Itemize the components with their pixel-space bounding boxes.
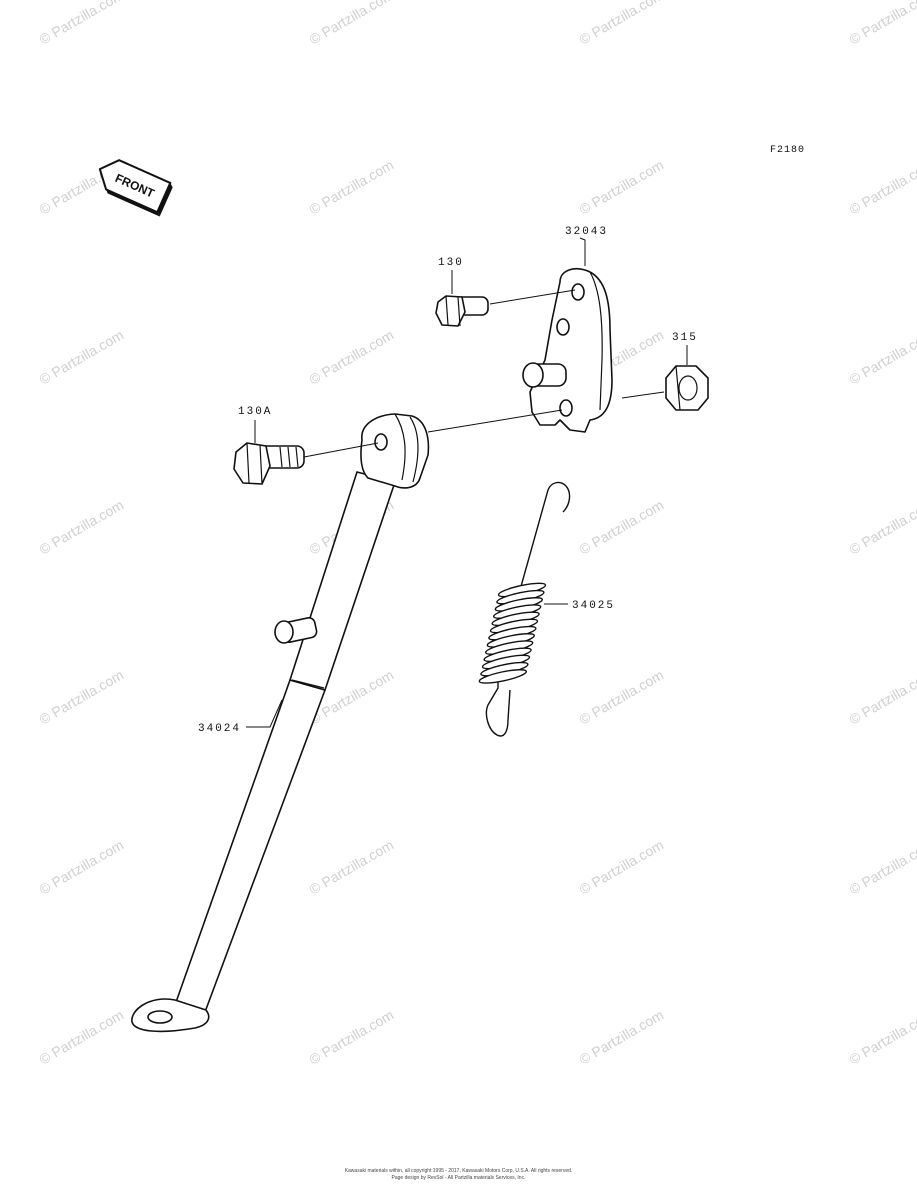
watermark-text: © Partzilla.com [307, 327, 397, 388]
spring-coils [478, 582, 547, 684]
label-130a: 130A [238, 406, 272, 418]
leader-lines [246, 237, 688, 728]
watermark-text: © Partzilla.com [577, 0, 667, 48]
spring-34025 [478, 481, 571, 737]
bracket-32043 [522, 268, 613, 433]
watermark-text: © Partzilla.com [37, 0, 127, 48]
watermark-text: © Partzilla.com [37, 837, 127, 898]
footer-credit: Page design by RevSol - All Partzilla ma… [391, 1175, 526, 1181]
watermark-text: © Partzilla.com [847, 837, 917, 898]
front-arrow-icon: FRONT [98, 159, 173, 217]
spring-coil [478, 669, 527, 684]
diagram-code: F2180 [770, 145, 805, 156]
watermark-text: © Partzilla.com [847, 667, 917, 728]
label-130: 130 [438, 257, 464, 269]
watermark-text: © Partzilla.com [307, 157, 397, 218]
watermark-text: © Partzilla.com [847, 497, 917, 558]
watermark-text: © Partzilla.com [37, 1007, 127, 1068]
watermark-text: © Partzilla.com [307, 837, 397, 898]
watermark-text: © Partzilla.com [847, 157, 917, 218]
side-stand-34024 [131, 413, 430, 1033]
watermark-text: © Partzilla.com [37, 667, 127, 728]
watermark-text: © Partzilla.com [847, 327, 917, 388]
watermark-text: © Partzilla.com [577, 497, 667, 558]
label-34024: 34024 [198, 723, 241, 735]
watermark-text: © Partzilla.com [37, 497, 127, 558]
watermark-text: © Partzilla.com [37, 327, 127, 388]
footer-copyright: Kawasaki materials within, all copyright… [344, 1168, 573, 1174]
watermark-text: © Partzilla.com [577, 667, 667, 728]
watermark-text: © Partzilla.com [307, 1007, 397, 1068]
watermark-layer: © Partzilla.com © Partzilla.com © Partzill… [37, 0, 917, 1068]
watermark-text: © Partzilla.com [577, 157, 667, 218]
watermark-text: © Partzilla.com [307, 0, 397, 48]
bolt-130 [435, 295, 489, 327]
bolt-130a [233, 442, 305, 485]
watermark-text: © Partzilla.com [847, 0, 917, 48]
watermark-text: © Partzilla.com [577, 1007, 667, 1068]
label-315: 315 [672, 332, 698, 344]
label-34025: 34025 [572, 600, 615, 612]
watermark-text: © Partzilla.com [577, 837, 667, 898]
label-32043: 32043 [565, 226, 608, 238]
watermark-text: © Partzilla.com [847, 1007, 917, 1068]
nut-315 [665, 365, 709, 411]
